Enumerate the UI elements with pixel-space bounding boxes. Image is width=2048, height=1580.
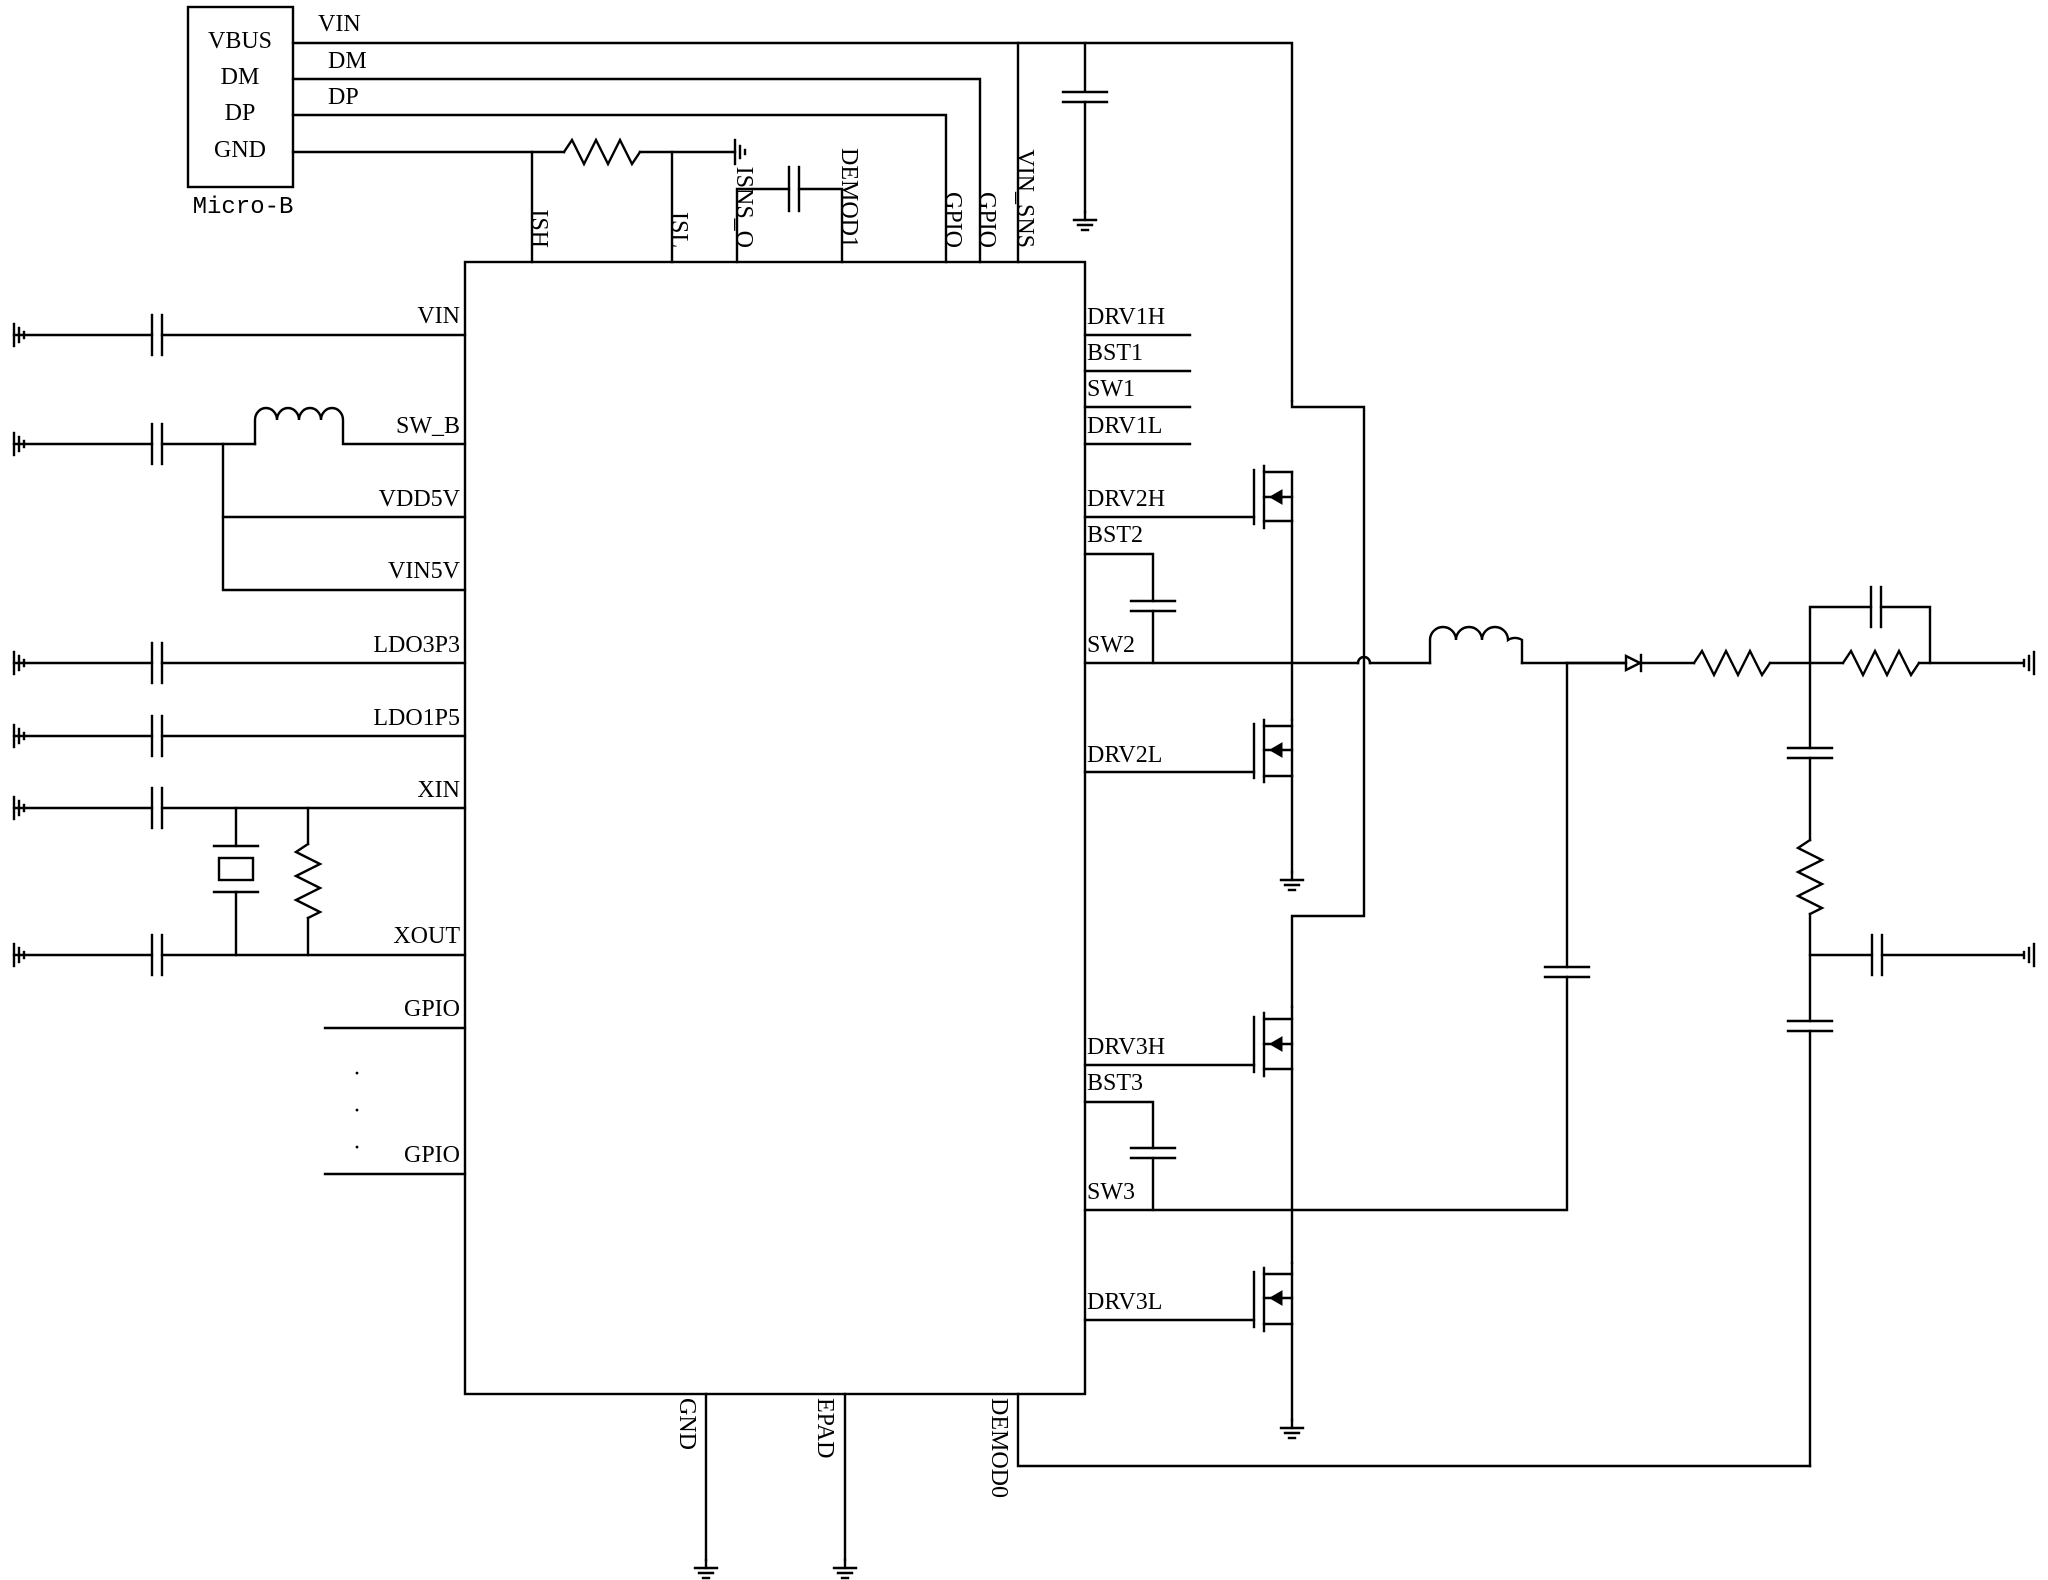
pin-gnd: GND xyxy=(214,137,266,163)
ground-symbol xyxy=(1279,870,1305,892)
net-label-vin: VIN xyxy=(318,11,361,37)
ground-symbol xyxy=(2022,942,2036,968)
bst3-cap xyxy=(1129,1146,1177,1160)
pin-xout: XOUT xyxy=(393,923,460,949)
pin-vdd5v: VDD5V xyxy=(379,486,461,512)
mosfet-q3l xyxy=(1083,1261,1294,1333)
rc-cap-trace xyxy=(1808,605,1873,665)
demod0-trace xyxy=(1016,1392,1812,1468)
xout-cap xyxy=(150,933,164,977)
pin-sw-b: SW_B xyxy=(396,413,460,439)
bottom-grounds xyxy=(693,1392,858,1580)
pin-bst1: BST1 xyxy=(1087,340,1143,366)
filter-cap-2 xyxy=(1786,1019,1834,1033)
ldo1p5-cap xyxy=(150,714,164,758)
pin-gpio-top-1: GPIO xyxy=(940,192,966,248)
pin-gnd-bottom: GND xyxy=(674,1398,700,1450)
vin5v-trace xyxy=(221,442,467,592)
filter-resistor xyxy=(1795,838,1825,916)
pin-dp: DP xyxy=(225,100,256,126)
ground-symbol xyxy=(2022,650,2036,676)
pin-isns-o: ISNS_O xyxy=(731,167,757,248)
xin-cap xyxy=(150,786,164,830)
ellipsis-dot: · xyxy=(353,1061,361,1087)
pin-gpio-left-2: GPIO xyxy=(404,1142,460,1168)
pin-vbus: VBUS xyxy=(208,28,272,54)
diode xyxy=(1624,653,1643,673)
pin-drv3l: DRV3L xyxy=(1087,1289,1162,1315)
sw1-routing xyxy=(1290,399,1366,1009)
ellipsis-dot: · xyxy=(353,1098,361,1124)
bst2-cap xyxy=(1129,599,1177,613)
right-circuitry xyxy=(1083,333,1626,1440)
ellipsis-dot: · xyxy=(353,1135,361,1161)
connector-body xyxy=(186,5,295,189)
ground-symbol xyxy=(1279,1418,1305,1440)
dp-net xyxy=(291,113,948,264)
ground-symbol xyxy=(832,1558,858,1580)
pin-ldo1p5: LDO1P5 xyxy=(373,705,460,731)
filter-cap-1 xyxy=(1786,746,1834,760)
pin-epad: EPAD xyxy=(812,1398,838,1458)
mosfet-q2h xyxy=(1083,464,1294,530)
connector-label: Micro-B xyxy=(193,194,294,221)
pin-gpio-top-2: GPIO xyxy=(974,192,1000,248)
pin-demod1: DEMOD1 xyxy=(836,148,862,248)
connector-nets xyxy=(291,41,1294,403)
mosfet-q2l xyxy=(1083,718,1294,784)
controller-ic: ISH ISL ISNS_O DEMOD1 GPIO GPIO VIN_SNS … xyxy=(373,148,1165,1498)
crystal-resistor xyxy=(293,806,323,957)
vin-cap xyxy=(150,313,164,357)
sw-b-inductor xyxy=(253,406,467,446)
vin-net xyxy=(291,41,1294,403)
pin-drv2l: DRV2L xyxy=(1087,742,1162,768)
mosfet-q3h xyxy=(1083,1005,1294,1078)
ldo3p3-cap xyxy=(150,641,164,685)
ic-body xyxy=(463,260,1087,1396)
micro-b-connector: VBUS DM DP GND Micro-B VIN DM DP xyxy=(186,5,367,221)
pin-sw2: SW2 xyxy=(1087,632,1135,658)
pin-vin-sns: VIN_SNS xyxy=(1012,149,1038,248)
sw3-trace xyxy=(1083,975,1569,1212)
pin-drv1l: DRV1L xyxy=(1087,413,1162,439)
net-label-dm: DM xyxy=(328,48,367,74)
pin-ish: ISH xyxy=(526,209,552,248)
net-label-dp: DP xyxy=(328,84,359,110)
crystal xyxy=(212,806,260,957)
series-resistor xyxy=(1692,648,1772,678)
sense-resistor xyxy=(562,137,642,167)
pin-drv3h: DRV3H xyxy=(1087,1034,1165,1060)
pin-bst2: BST2 xyxy=(1087,522,1143,548)
demod-network xyxy=(1016,585,2036,1468)
pin-isl: ISL xyxy=(666,212,692,248)
ground-symbol xyxy=(733,138,747,166)
demod1-trace xyxy=(735,187,791,264)
pin-vin: VIN xyxy=(417,303,460,329)
output-inductor xyxy=(1428,625,1524,665)
pin-drv2h: DRV2H xyxy=(1087,486,1165,512)
pin-ldo3p3: LDO3P3 xyxy=(373,632,460,658)
left-circuitry: · · · xyxy=(12,313,467,1176)
pin-drv1h: DRV1H xyxy=(1087,304,1165,330)
pin-xin: XIN xyxy=(417,777,460,803)
filter-cap-3 xyxy=(1870,933,1884,977)
pin-demod0: DEMOD0 xyxy=(986,1398,1012,1498)
pin-sw3: SW3 xyxy=(1087,1179,1135,1205)
pin-gpio-left-1: GPIO xyxy=(404,996,460,1022)
resonant-cap xyxy=(1543,965,1591,979)
ground-symbol xyxy=(1072,210,1098,232)
rc-resistor xyxy=(1841,648,1921,678)
pin-dm: DM xyxy=(221,64,260,90)
pin-vin5v: VIN5V xyxy=(388,558,461,584)
pin-bst3: BST3 xyxy=(1087,1070,1143,1096)
vin-decoupling-cap xyxy=(1061,90,1109,104)
ground-symbol xyxy=(693,1558,719,1580)
bst2-trace xyxy=(1083,552,1155,603)
dm-net xyxy=(291,77,982,264)
pin-sw1: SW1 xyxy=(1087,376,1135,402)
bst3-trace xyxy=(1083,1100,1155,1150)
sw-b-cap xyxy=(150,422,164,466)
